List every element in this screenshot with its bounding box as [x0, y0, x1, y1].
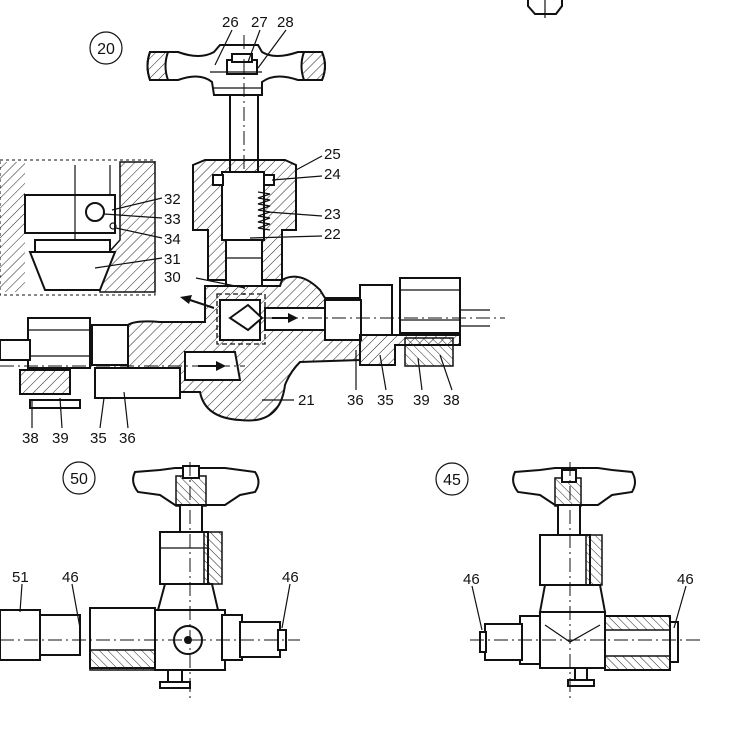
part-label-46-b: 46 [282, 569, 299, 586]
main-right-fittings [260, 277, 505, 367]
part-label-28: 28 [277, 14, 294, 31]
view-id-45: 45 [435, 462, 469, 496]
main-bonnet [192, 159, 297, 287]
part-label-35-right: 35 [377, 392, 394, 409]
view-id-20-text: 20 [97, 41, 115, 58]
leader-lines [19, 29, 687, 631]
part-label-32: 32 [164, 191, 181, 208]
valve-45-view [470, 462, 700, 700]
valve-50-view [0, 462, 300, 700]
part-label-33: 33 [164, 211, 181, 228]
part-label-27: 27 [251, 14, 268, 31]
part-label-35-left: 35 [90, 430, 107, 447]
main-valve-section [0, 35, 505, 422]
part-label-36-left: 36 [119, 430, 136, 447]
part-label-26: 26 [222, 14, 239, 31]
main-body-casting [127, 275, 361, 422]
part-label-39-right: 39 [413, 392, 430, 409]
view-id-45-text: 45 [443, 472, 461, 489]
part-label-46-d: 46 [677, 571, 694, 588]
part-label-38-right: 38 [443, 392, 460, 409]
part-label-22: 22 [324, 226, 341, 243]
main-handwheel [146, 44, 326, 96]
valve-50-handwheel [132, 465, 260, 507]
view-id-20: 20 [89, 31, 123, 65]
part-label-38-left: 38 [22, 430, 39, 447]
part-label-21: 21 [298, 392, 315, 409]
inset-detail [0, 159, 156, 296]
part-label-25: 25 [324, 146, 341, 163]
part-label-46-a: 46 [62, 569, 79, 586]
part-label-30: 30 [164, 269, 181, 286]
view-id-50: 50 [62, 461, 96, 495]
part-label-39-left: 39 [52, 430, 69, 447]
view-id-50-text: 50 [70, 471, 88, 488]
part-label-24: 24 [324, 166, 341, 183]
part-labels: 26 27 28 25 24 23 22 32 33 34 31 30 21 3… [12, 14, 694, 588]
main-left-fittings [0, 317, 245, 409]
valve-45-handwheel [512, 467, 636, 507]
part-label-51: 51 [12, 569, 29, 586]
part-label-34: 34 [164, 231, 181, 248]
part-label-23: 23 [324, 206, 341, 223]
part-label-31: 31 [164, 251, 181, 268]
part-label-36-right: 36 [347, 392, 364, 409]
part-label-46-c: 46 [463, 571, 480, 588]
top-right-fitting-fragment [527, 0, 563, 18]
